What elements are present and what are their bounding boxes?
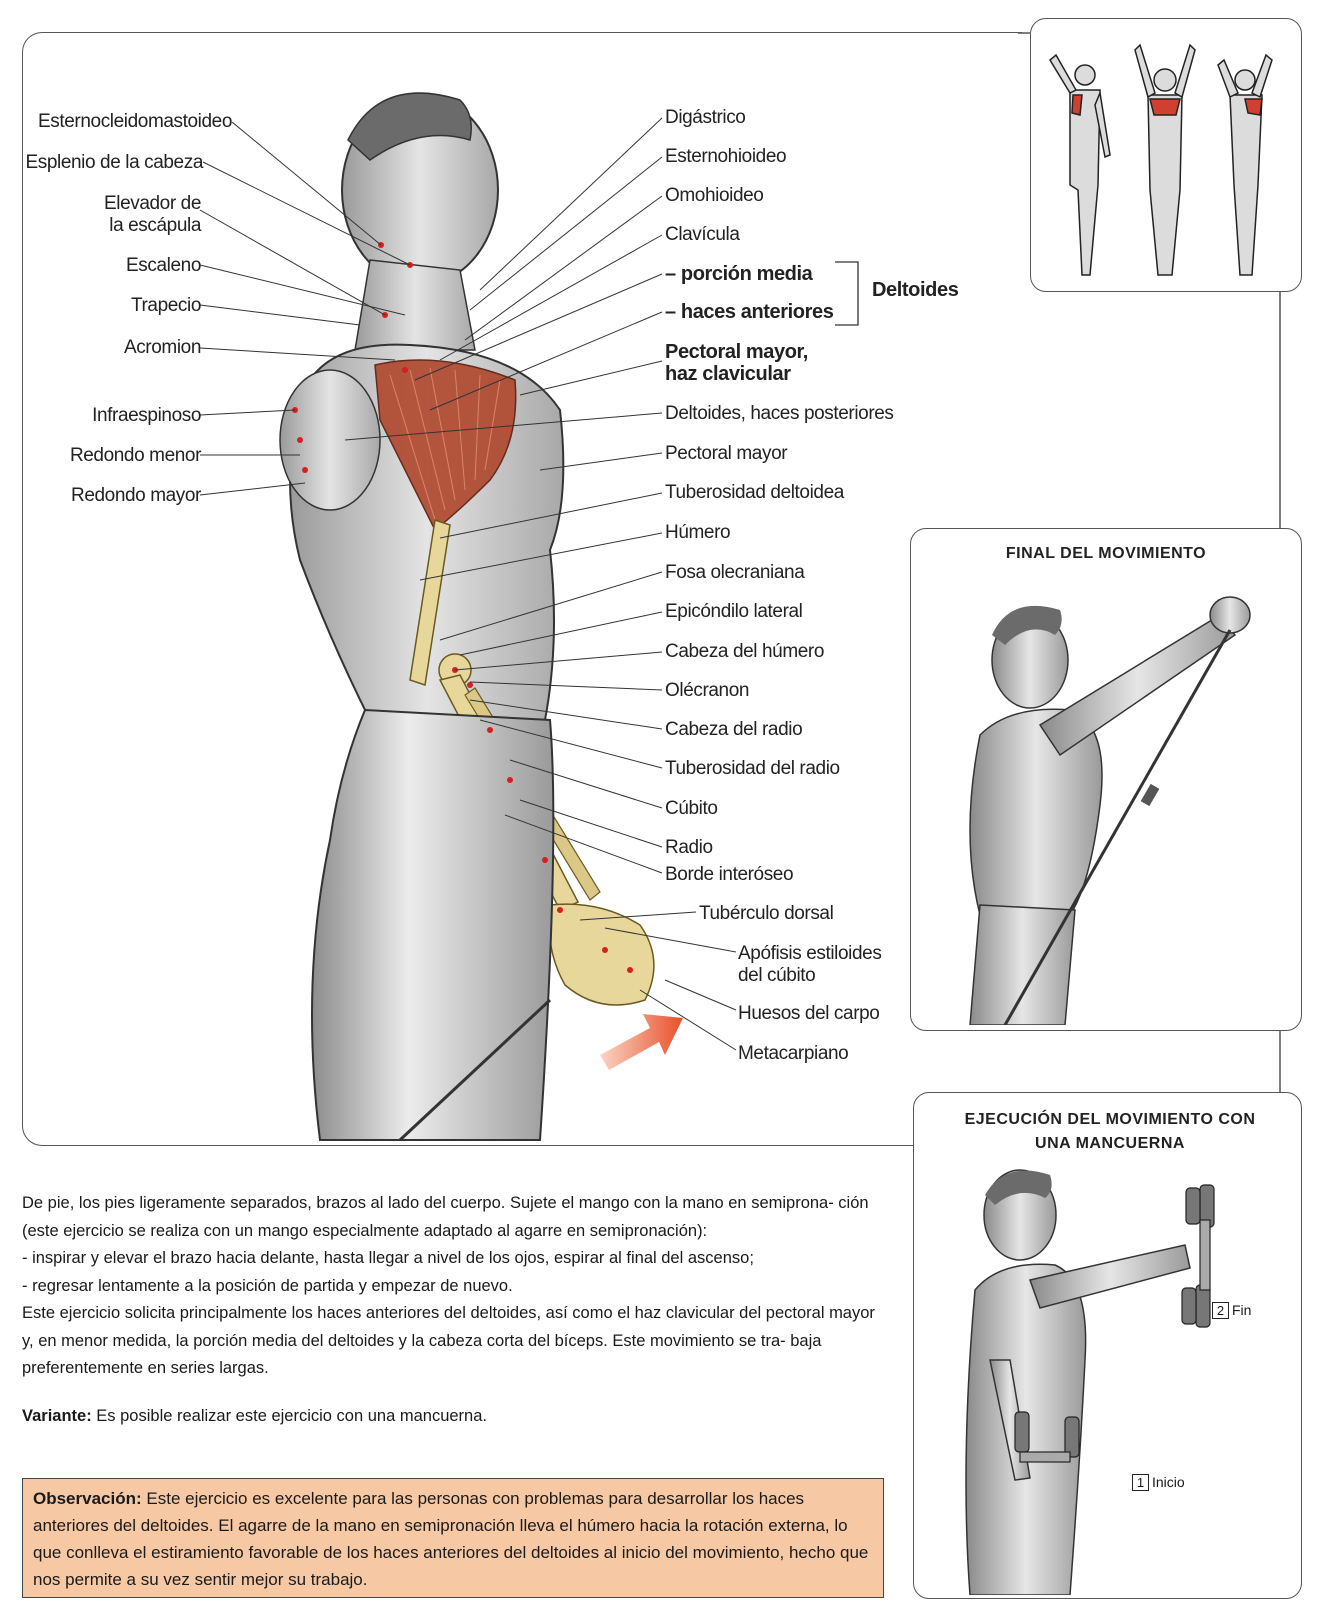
label-pectoral-clavicular-1: Pectoral mayor,	[665, 341, 808, 363]
label-redondo-menor: Redondo menor	[69, 445, 201, 466]
label-epicondilo-lateral: Epicóndilo lateral	[665, 601, 803, 622]
label-metacarpiano: Metacarpiano	[738, 1043, 849, 1064]
label-digastrico: Digástrico	[665, 107, 746, 128]
label-trapecio: Trapecio	[130, 295, 201, 316]
observation-label: Observación:	[33, 1489, 142, 1508]
label-fosa-olecraniana: Fosa olecraniana	[665, 562, 805, 583]
variante-label: Variante:	[22, 1406, 92, 1425]
final-movement-figure	[969, 596, 1251, 1025]
label-esplenio: Esplenio de la cabeza	[25, 152, 203, 173]
observation-text: Este ejercicio es excelente para las per…	[33, 1489, 869, 1589]
description-p1: De pie, los pies ligeramente separados, …	[22, 1194, 869, 1240]
label-esternocleidomastoideo: Esternocleidomastoideo	[38, 111, 232, 132]
description-p3: - regresar lentamente a la posición de p…	[22, 1276, 513, 1295]
label-redondo-mayor: Redondo mayor	[71, 485, 201, 506]
label-acromion: Acromion	[123, 337, 201, 358]
start-position-number: 1	[1132, 1474, 1149, 1491]
label-clavicula: Clavícula	[665, 224, 740, 245]
label-cabeza-radio: Cabeza del radio	[665, 719, 803, 740]
start-position-label: Inicio	[1152, 1474, 1185, 1490]
final-movement-title: FINAL DEL MOVIMIENTO	[1005, 545, 1207, 562]
dumbbell-panel-title: EJECUCIÓN DEL MOVIMIENTO CON UNA MANCUER…	[964, 1111, 1256, 1152]
observation-box: Observación: Este ejercicio es excelente…	[22, 1478, 884, 1598]
label-elevador-2: la escápula	[109, 215, 201, 236]
end-position-label: Fin	[1232, 1302, 1252, 1318]
label-deltoides-posteriores: Deltoides, haces posteriores	[665, 403, 894, 424]
variante-line: Variante: Es posible realizar este ejerc…	[22, 1403, 884, 1431]
description-p2: - inspirar y elevar el brazo hacia delan…	[22, 1249, 754, 1267]
movement-arrow-icon	[600, 1014, 683, 1070]
end-position-number: 2	[1212, 1302, 1229, 1319]
label-infraespinoso: Infraespinoso	[92, 405, 201, 426]
label-huesos-carpo: Huesos del carpo	[738, 1003, 880, 1024]
label-esternohioideo: Esternohioideo	[665, 146, 787, 167]
label-radio: Radio	[665, 837, 713, 858]
label-tuberculo-dorsal: Tubérculo dorsal	[699, 903, 834, 924]
label-elevador-1: Elevador de	[103, 193, 201, 214]
label-pectoral-mayor: Pectoral mayor	[665, 443, 788, 464]
label-pectoral-clavicular-2: haz clavicular	[665, 363, 791, 385]
label-deltoides: Deltoides	[872, 279, 959, 301]
label-haces-anteriores: – haces anteriores	[665, 301, 834, 323]
label-cubito: Cúbito	[665, 798, 718, 819]
label-apofisis-estiloides: Apófisis estiloides del cúbito	[738, 943, 882, 986]
label-cabeza-humero: Cabeza del húmero	[665, 641, 825, 662]
exercise-description: De pie, los pies ligeramente separados, …	[22, 1190, 884, 1430]
variante-text: Es posible realizar este ejercicio con u…	[91, 1406, 487, 1425]
description-p4: Este ejercicio solicita principalmente l…	[22, 1304, 875, 1377]
label-tuberosidad-deltoidea: Tuberosidad deltoidea	[665, 482, 844, 503]
label-porcion-media: – porción media	[665, 263, 813, 285]
label-olecranon: Olécranon	[665, 680, 750, 701]
label-omohioideo: Omohioideo	[665, 185, 764, 206]
dumbbell-figure	[965, 1169, 1215, 1595]
label-escaleno: Escaleno	[126, 255, 201, 276]
label-humero: Húmero	[665, 522, 731, 543]
muscle-overview-figures	[1049, 43, 1273, 276]
label-tuberosidad-radio: Tuberosidad del radio	[665, 758, 840, 779]
anatomy-figure	[279, 92, 655, 1142]
label-borde-interoseo: Borde interóseo	[665, 864, 794, 885]
